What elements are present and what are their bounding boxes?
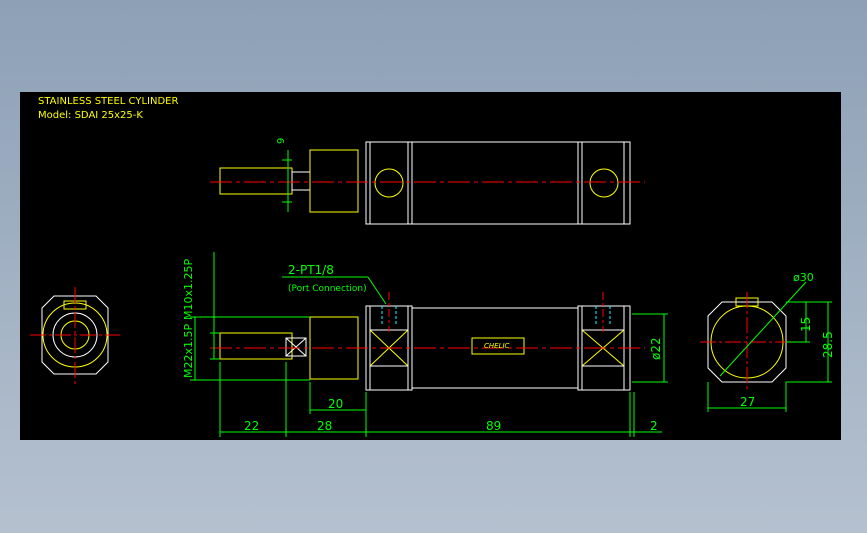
dim-phi30: ø30 bbox=[793, 271, 814, 284]
cad-drawing-canvas: STAINLESS STEEL CYLINDER Model: SDAI 25x… bbox=[20, 92, 841, 440]
top-rear-cover bbox=[577, 141, 631, 225]
dim-28-5: 28.5 bbox=[821, 331, 835, 358]
dim-15: 15 bbox=[799, 317, 813, 332]
top-front-nut bbox=[309, 149, 359, 213]
dim-m10: M10x1.25P bbox=[182, 259, 195, 320]
left-end-view bbox=[30, 287, 120, 384]
top-barrel bbox=[411, 141, 579, 225]
left-end-hex-outline bbox=[41, 295, 109, 375]
dim-20: 20 bbox=[328, 397, 343, 411]
dim-89: 89 bbox=[486, 419, 501, 433]
top-piston-rod bbox=[219, 167, 293, 195]
top-rear-port-circle bbox=[589, 168, 619, 198]
port-callout-sub: (Port Connection) bbox=[288, 284, 367, 294]
drawing-title: STAINLESS STEEL CYLINDER bbox=[38, 96, 178, 107]
side-view bbox=[210, 292, 645, 391]
right-end-hex-outline bbox=[707, 301, 787, 383]
dim-22: 22 bbox=[244, 419, 259, 433]
dim-2: 2 bbox=[650, 419, 658, 433]
bottom-dim-lines bbox=[219, 313, 668, 437]
dim-m22: M22x1.5P bbox=[182, 324, 195, 378]
port-callout: 2-PT1/8 bbox=[288, 263, 334, 277]
side-piston-rod bbox=[219, 332, 293, 360]
dim-9: 9 bbox=[276, 138, 287, 144]
cylinder-drawing: STAINLESS STEEL CYLINDER Model: SDAI 25x… bbox=[30, 96, 835, 437]
top-view bbox=[210, 141, 645, 225]
dim-28: 28 bbox=[317, 419, 332, 433]
right-end-view bbox=[700, 281, 832, 412]
dim-phi22: ø22 bbox=[649, 337, 663, 360]
top-front-cover bbox=[365, 141, 413, 225]
port-leader bbox=[282, 276, 387, 305]
thread-dim-lines bbox=[190, 252, 310, 381]
drawing-model: Model: SDAI 25x25-K bbox=[38, 110, 143, 121]
label-plate bbox=[471, 337, 525, 355]
label-plate-brand: CHELIC bbox=[484, 342, 510, 350]
top-rod-step bbox=[291, 171, 311, 191]
top-front-port-circle bbox=[374, 168, 404, 198]
dim-27: 27 bbox=[740, 395, 755, 409]
